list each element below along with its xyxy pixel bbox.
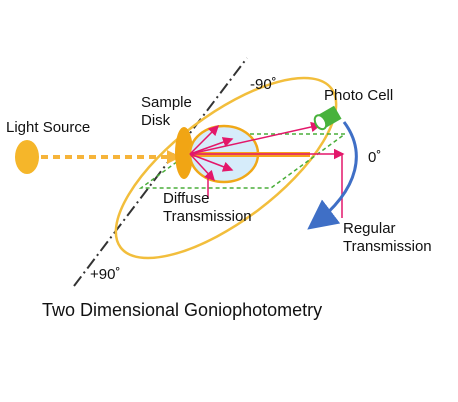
rotation-direction-arrow [307, 121, 358, 230]
light-source-label: Light Source [6, 119, 90, 136]
scatter-arrow-lower [189, 153, 234, 172]
scatter-arrow-up [189, 124, 220, 155]
light-source-icon [15, 140, 39, 174]
rotation-axis-line [73, 57, 248, 287]
goniometer-orbit [114, 76, 338, 260]
measurement-plane [138, 133, 348, 189]
angle-plus90-label: +90˚ [90, 266, 120, 283]
diffuse-transmission-label-line1: Diffuse [163, 190, 209, 207]
photo-cell-icon [313, 105, 342, 131]
photo-cell-label: Photo Cell [324, 87, 393, 104]
scatter-arrow-down [189, 153, 216, 182]
regular-transmission-label-line2: Transmission [343, 238, 432, 255]
diagram-caption: Two Dimensional Goniophotometry [42, 300, 322, 320]
angle-minus90-label: -90˚ [250, 76, 277, 93]
photo-cell-arrow [189, 121, 322, 155]
sample-disk-label-line2: Disk [141, 112, 171, 129]
angle-zero-label: 0˚ [368, 149, 381, 166]
sample-disk-icon [175, 127, 193, 179]
incident-beam-arrowhead [167, 150, 181, 164]
sample-disk-label-line1: Sample [141, 94, 192, 111]
scatter-arrow-upper [189, 137, 234, 155]
diffuse-transmission-label-line2: Transmission [163, 208, 252, 225]
regular-transmission-label-line1: Regular [343, 220, 396, 237]
